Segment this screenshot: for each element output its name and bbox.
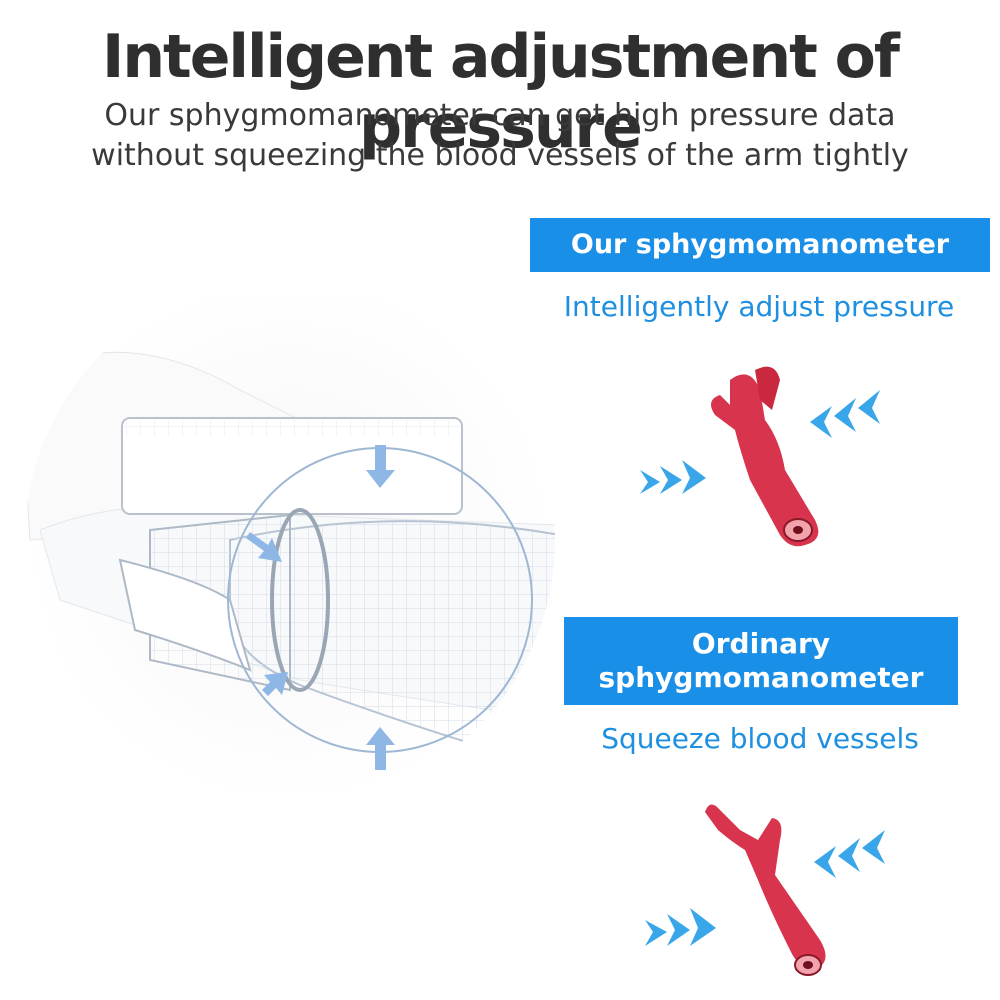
page-title: Intelligent adjustment of pressure <box>102 22 900 162</box>
subtitle-line-2: without squeezing the blood vessels of t… <box>91 138 909 173</box>
subtitle-line-1: Our sphygmomanometer can get high pressu… <box>104 98 896 133</box>
blood-vessel-icon <box>645 804 885 976</box>
pressure-arrows-icon <box>640 390 880 494</box>
blood-vessel-icon <box>640 366 880 547</box>
ordinary-badge-line-1: Ordinary <box>691 627 831 660</box>
ordinary-badge-line-2: sphygmomanometer <box>598 661 924 694</box>
arm-cuff-illustration <box>25 300 555 805</box>
ordinary-caption: Squeeze blood vessels <box>601 722 919 755</box>
our-caption: Intelligently adjust pressure <box>563 290 955 323</box>
ordinary-sphygmomanometer-badge: Ordinary sphygmomanometer <box>564 617 958 705</box>
pressure-arrows-icon <box>645 830 885 946</box>
our-sphygmomanometer-badge: Our sphygmomanometer <box>530 218 990 272</box>
